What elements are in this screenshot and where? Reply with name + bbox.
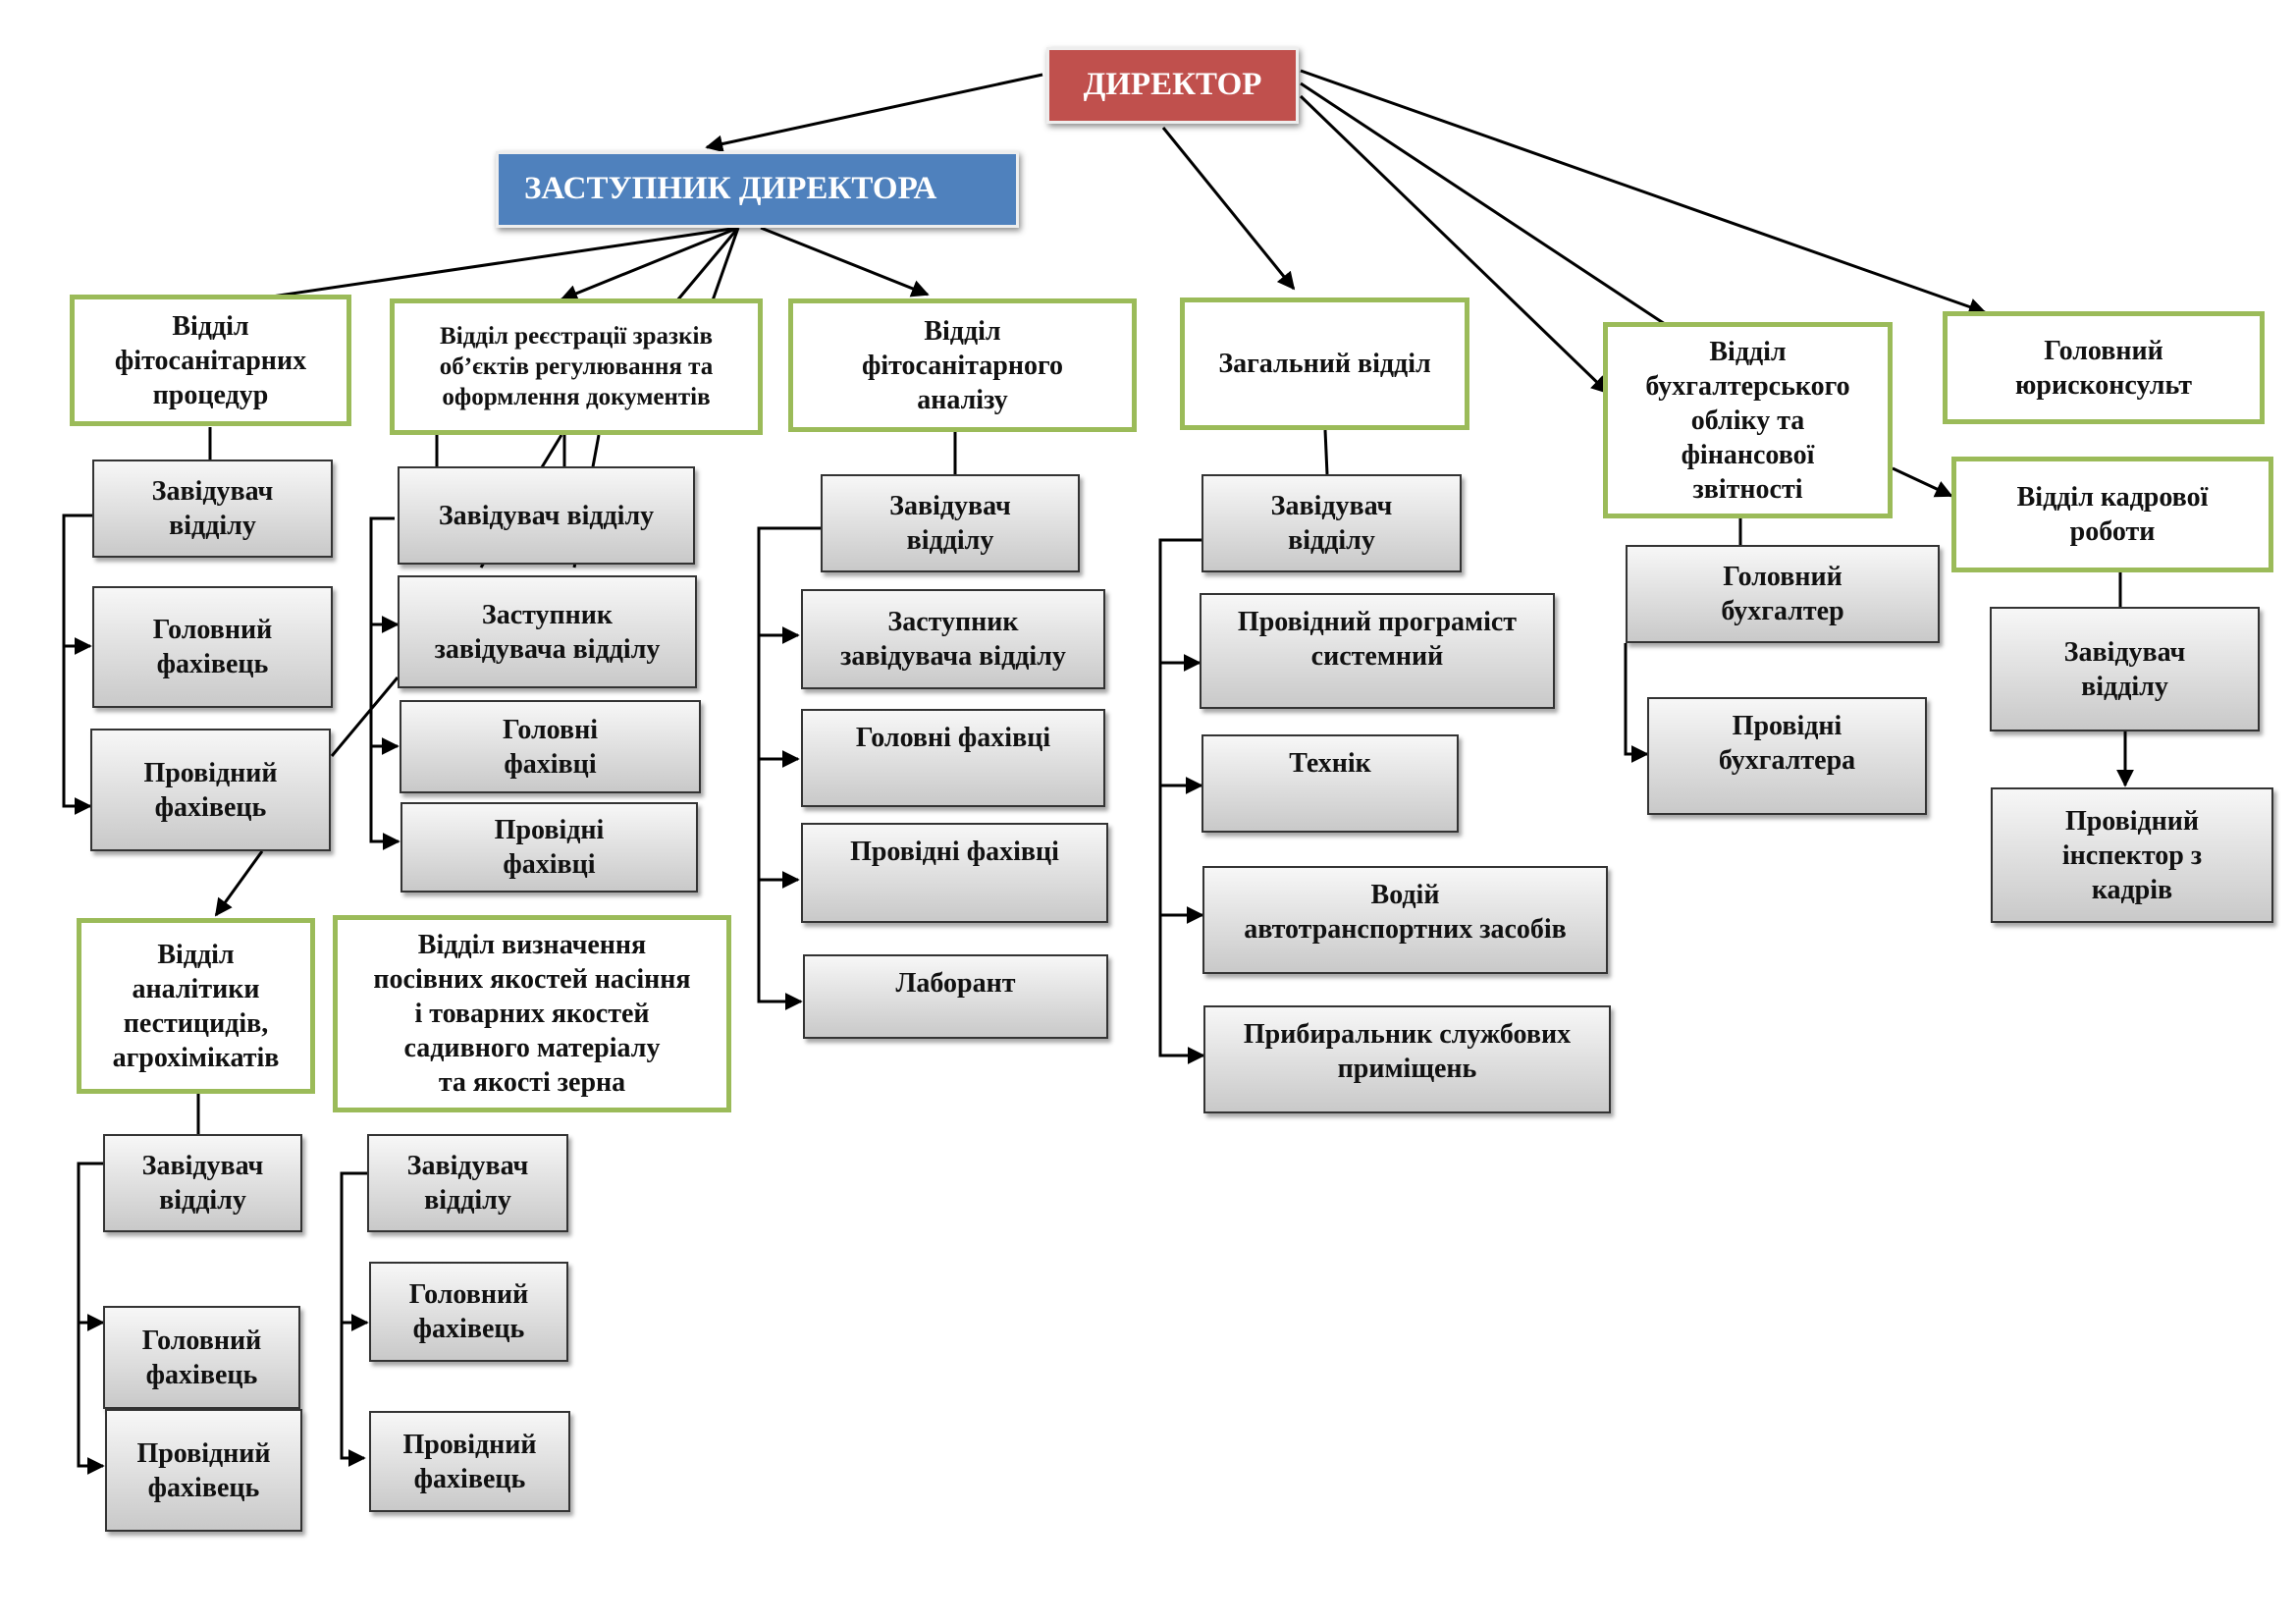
dept-pesticides: Відділ аналітики пестицидів, агрохімікат… bbox=[77, 918, 315, 1094]
position-dept4-head: Завідувач відділу bbox=[1201, 474, 1462, 572]
position-dept1-lead: Провідний фахівець bbox=[90, 729, 331, 851]
position-dept3-deputy: Заступник завідувача відділу bbox=[801, 589, 1105, 689]
dept-seeds: Відділ визначення посівних якостей насін… bbox=[333, 915, 731, 1112]
dept-accounting: Відділ бухгалтерського обліку та фінансо… bbox=[1603, 322, 1893, 518]
position-dept4-driver: Водій автотранспортних засобів bbox=[1202, 866, 1608, 974]
dept-phyto-analysis: Відділ фітосанітарного аналізу bbox=[788, 298, 1137, 432]
position-dept3-lab: Лаборант bbox=[803, 954, 1108, 1039]
position-dept2-leads: Провідні фахівці bbox=[400, 802, 698, 893]
position-seeds-chief: Головний фахівець bbox=[369, 1262, 568, 1362]
position-dept3-leads: Провідні фахівці bbox=[801, 823, 1108, 923]
position-dept3-head: Завідувач відділу bbox=[821, 474, 1080, 572]
position-dept4-technician: Технік bbox=[1201, 734, 1459, 833]
position-dept1-head: Завідувач відділу bbox=[92, 460, 333, 558]
position-seeds-lead: Провідний фахівець bbox=[369, 1411, 570, 1512]
position-dept2-chiefs: Головні фахівці bbox=[400, 700, 701, 793]
deputy-director-box: ЗАСТУПНИК ДИРЕКТОРА bbox=[496, 151, 1019, 228]
position-hr-head: Завідувач відділу bbox=[1990, 607, 2260, 731]
position-pest-head: Завідувач відділу bbox=[103, 1134, 302, 1232]
position-dept5-accountants: Провідні бухгалтера bbox=[1647, 697, 1927, 815]
position-dept4-programmer: Провідний програміст системний bbox=[1200, 593, 1555, 709]
position-dept2-head: Завідувач відділу bbox=[398, 466, 695, 565]
dept-legal: Головний юрисконсульт bbox=[1943, 311, 2265, 424]
director-box: ДИРЕКТОР bbox=[1046, 47, 1299, 124]
position-seeds-head: Завідувач відділу bbox=[367, 1134, 568, 1232]
position-dept4-cleaner: Прибиральник службових приміщень bbox=[1203, 1005, 1611, 1113]
dept-hr: Відділ кадрової роботи bbox=[1951, 457, 2273, 572]
position-dept1-chief: Головний фахівець bbox=[92, 586, 333, 708]
position-dept3-chiefs: Головні фахівці bbox=[801, 709, 1105, 807]
position-dept5-chief-accountant: Головний бухгалтер bbox=[1626, 545, 1940, 643]
dept-phyto-procedures: Відділ фітосанітарних процедур bbox=[70, 295, 351, 426]
position-hr-inspector: Провідний інспектор з кадрів bbox=[1991, 787, 2273, 923]
dept-general: Загальний відділ bbox=[1180, 298, 1469, 430]
position-dept2-deputy: Заступник завідувача відділу bbox=[398, 575, 697, 688]
dept-registration: Відділ реєстрації зразків об’єктів регул… bbox=[390, 298, 763, 435]
position-pest-lead: Провідний фахівець bbox=[105, 1409, 302, 1532]
position-pest-chief: Головний фахівець bbox=[103, 1306, 300, 1409]
